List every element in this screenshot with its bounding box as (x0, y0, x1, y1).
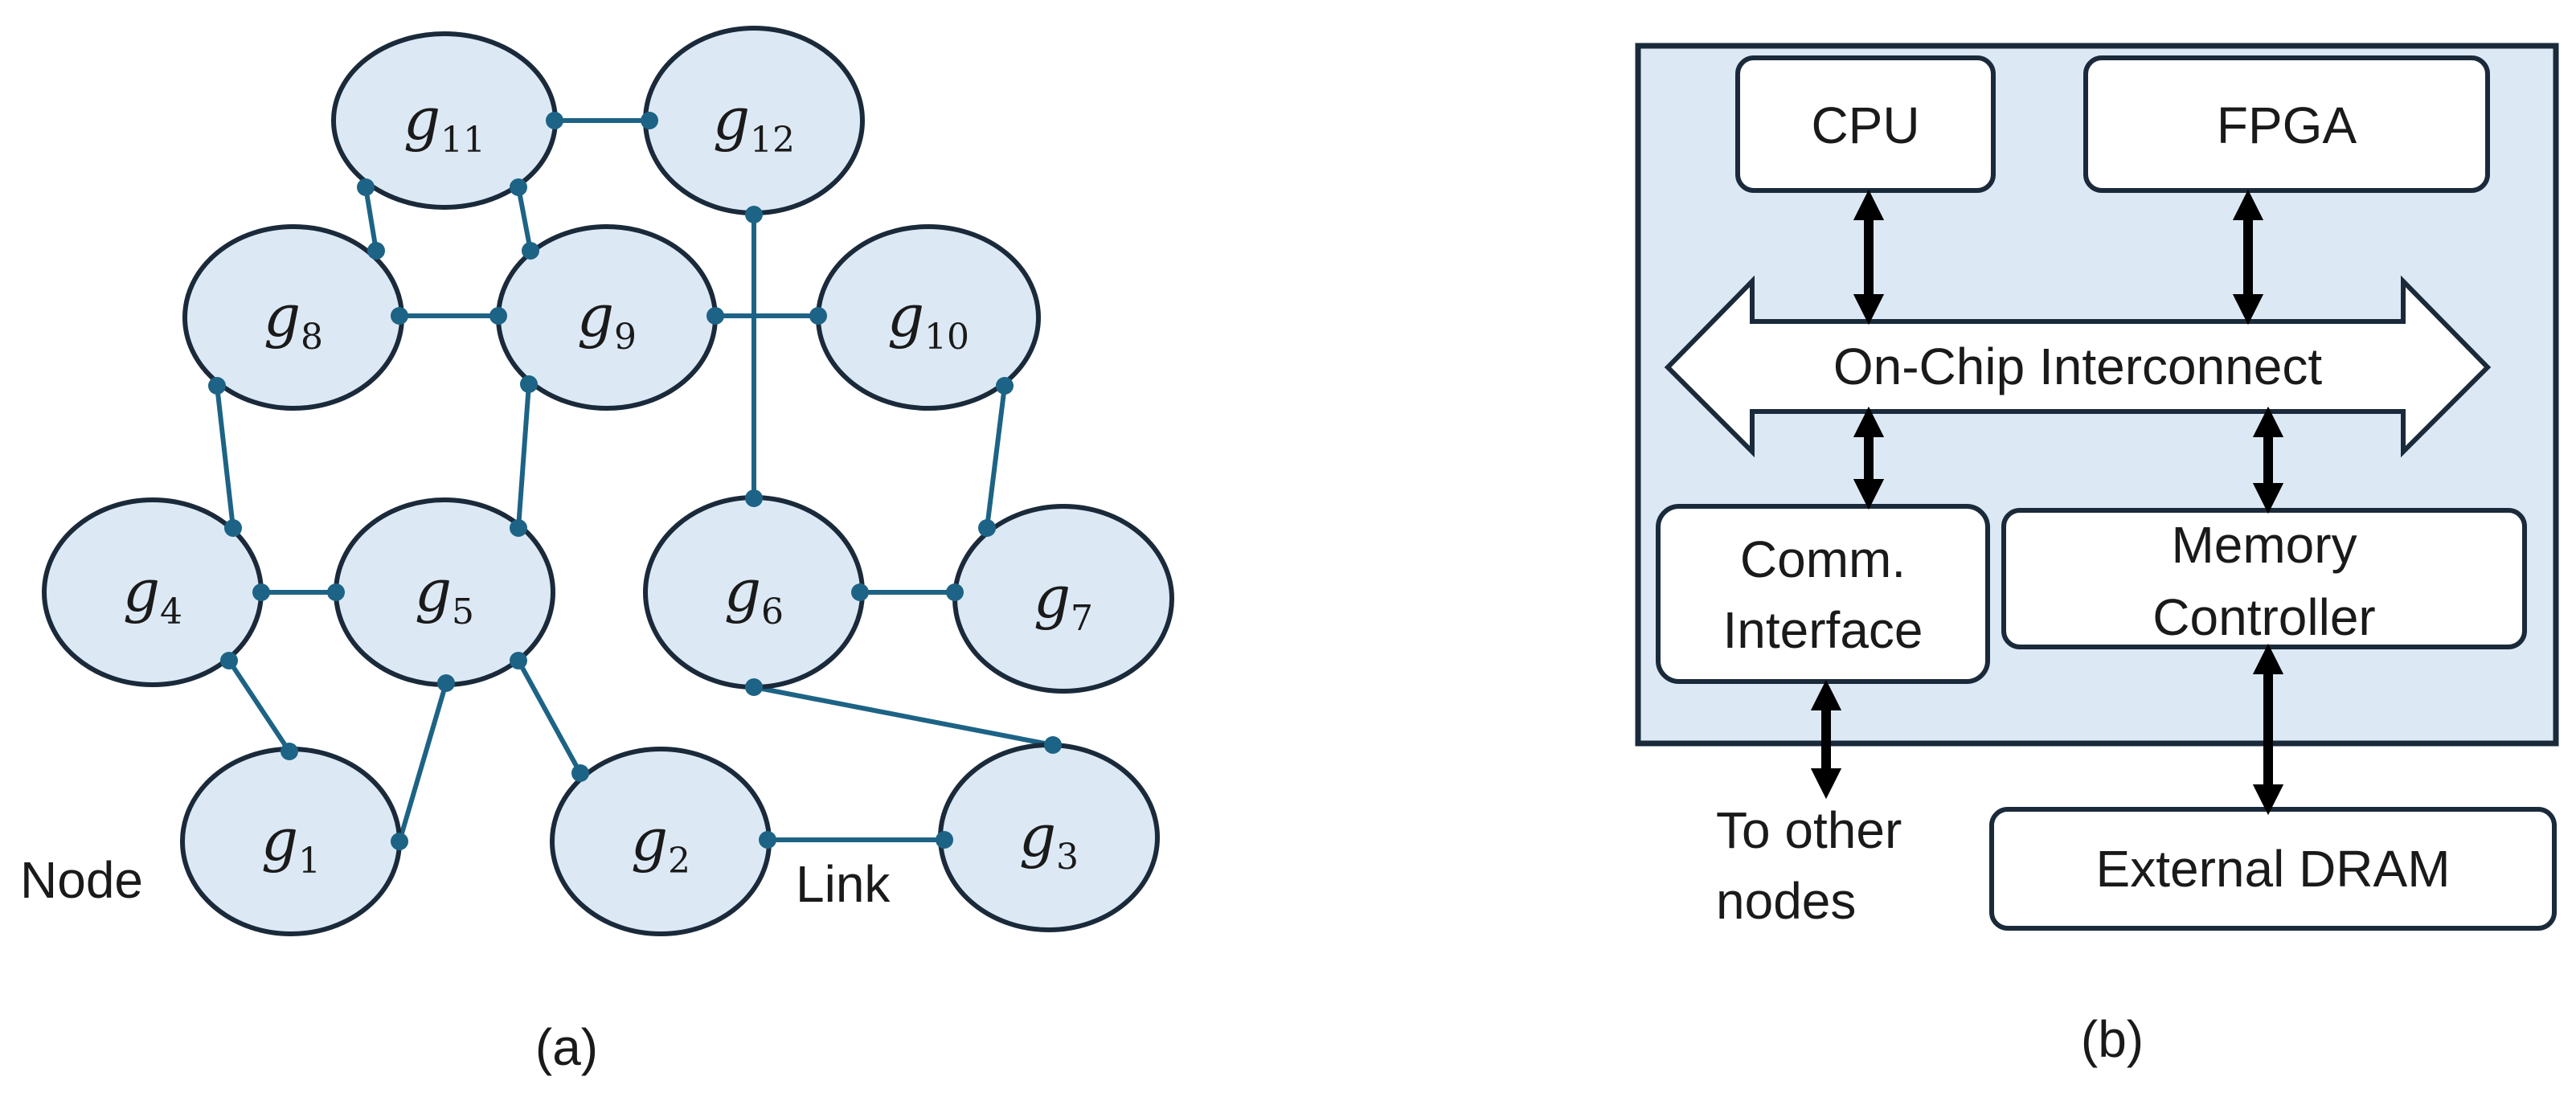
node-g5-letter: g (415, 557, 452, 624)
svg-text:g2: g2 (631, 806, 690, 882)
node-g1-letter: g (261, 806, 298, 874)
external-dram-label: External DRAM (2096, 840, 2451, 898)
caption-a: (a) (535, 1018, 598, 1076)
link-g5-g1 (397, 682, 448, 842)
node-g4-sub: 4 (160, 592, 182, 632)
node-g6-letter: g (724, 557, 761, 624)
node-g6-sub: 6 (761, 592, 784, 632)
node-g3-letter: g (1019, 802, 1056, 870)
link-g6-g3 (753, 685, 1054, 747)
node-annotation: Node (20, 851, 143, 909)
link-endpoints (208, 112, 1062, 850)
node-g1-sub: 1 (298, 841, 321, 882)
caption-b: (b) (2081, 1010, 2144, 1068)
node-g7-sub: 7 (1071, 598, 1093, 639)
node-g2-letter: g (631, 806, 668, 874)
graph-links (215, 118, 1054, 842)
node-g9-letter: g (577, 282, 614, 350)
node-g7: g7 (952, 504, 1174, 694)
svg-text:g8: g8 (264, 282, 323, 358)
cpu-label: CPU (1811, 96, 1919, 154)
link-g10-g7 (985, 385, 1007, 529)
link-g8-g4 (215, 385, 235, 529)
node-g3: g3 (938, 743, 1160, 932)
node-g10-sub: 10 (924, 317, 969, 358)
node-g8-letter: g (264, 282, 301, 350)
link-g11-g8 (363, 186, 379, 252)
link-annotation: Link (796, 855, 891, 913)
memory-controller-line1: Memory (2171, 516, 2357, 574)
other-nodes-line2: nodes (1716, 872, 1856, 930)
node-g9-sub: 9 (614, 317, 637, 358)
node-g2-sub: 2 (668, 841, 690, 882)
node-g12: g12 (643, 26, 865, 215)
svg-text:g12: g12 (713, 85, 795, 161)
node-g10: g10 (816, 224, 1041, 411)
svg-text:g1: g1 (261, 806, 321, 882)
svg-text:g11: g11 (403, 85, 485, 161)
graph-panel: g1 g2 g3 g4 g5 g6 g7 g8 (20, 26, 1174, 1076)
svg-text:g7: g7 (1034, 563, 1093, 639)
svg-text:g5: g5 (415, 557, 474, 632)
architecture-panel: On-Chip Interconnect CPU FPGA Comm. Inte… (1635, 43, 2559, 1068)
node-g8-sub: 8 (301, 317, 323, 358)
interconnect-label: On-Chip Interconnect (1833, 338, 2323, 395)
comm-interface-line2: Interface (1722, 601, 1923, 659)
node-g8: g8 (182, 224, 404, 411)
node-g5-sub: 5 (452, 592, 474, 632)
svg-text:g10: g10 (887, 282, 969, 358)
node-g12-letter: g (713, 85, 750, 153)
link-g5-g2 (516, 659, 583, 775)
memory-controller-line2: Controller (2152, 588, 2375, 646)
other-nodes-line1: To other (1716, 801, 1902, 859)
link-g9-g5 (516, 383, 531, 529)
node-g2: g2 (550, 747, 772, 936)
node-g11-sub: 11 (440, 120, 485, 161)
link-g11-g9 (516, 186, 533, 252)
svg-text:g4: g4 (123, 557, 182, 632)
node-g1: g1 (180, 747, 402, 936)
node-g6: g6 (643, 495, 865, 690)
fpga-box (2083, 55, 2490, 193)
svg-text:g9: g9 (577, 282, 637, 358)
node-g4-letter: g (123, 557, 160, 624)
node-g7-letter: g (1034, 563, 1071, 631)
node-g10-letter: g (887, 282, 924, 350)
svg-text:g6: g6 (724, 557, 784, 632)
node-g4: g4 (42, 497, 264, 687)
node-g11-letter: g (403, 85, 440, 153)
fpga-label: FPGA (2217, 96, 2357, 154)
link-g4-g1 (227, 659, 292, 753)
node-g3-sub: 3 (1056, 837, 1079, 878)
node-g9: g9 (496, 224, 718, 411)
comm-interface-line1: Comm. (1740, 530, 1906, 588)
svg-text:g3: g3 (1019, 802, 1079, 878)
node-g12-sub: 12 (750, 120, 795, 161)
